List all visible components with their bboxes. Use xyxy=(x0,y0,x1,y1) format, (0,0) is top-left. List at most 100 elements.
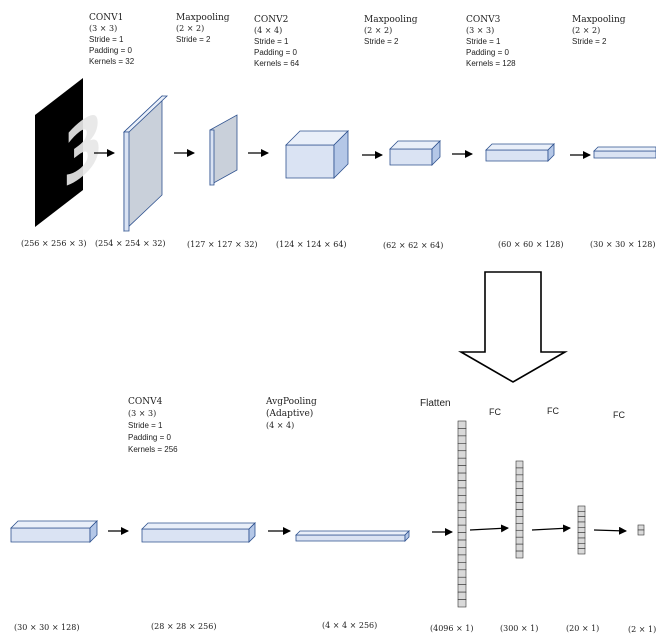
flow-arrow xyxy=(532,528,570,530)
conv2-padding: Padding = 0 xyxy=(254,48,297,57)
vector-cell xyxy=(458,518,466,525)
vector-cell xyxy=(578,517,585,522)
maxpool1-size: (2 × 2) xyxy=(176,24,204,33)
vector-cell xyxy=(458,555,466,562)
vector-cell xyxy=(578,533,585,538)
dim-input: (256 × 256 × 3) xyxy=(21,239,86,248)
conv3-padding: Padding = 0 xyxy=(466,48,509,57)
vector-cell xyxy=(638,530,644,535)
maxpool1-stride: Stride = 2 xyxy=(176,35,211,44)
vector-cell xyxy=(458,481,466,488)
conv1-title: CONV1 xyxy=(89,13,123,23)
vector-cell xyxy=(458,451,466,458)
conv4-padding: Padding = 0 xyxy=(128,433,171,442)
vector-cell xyxy=(458,436,466,443)
vector-cell xyxy=(458,570,466,577)
conv1-padding: Padding = 0 xyxy=(89,46,132,55)
conv3-label: CONV3 (3 × 3) Stride = 1 Padding = 0 Ker… xyxy=(466,15,516,68)
conv4-feature-map xyxy=(142,523,255,542)
vector-cell xyxy=(578,511,585,516)
conv3-title: CONV3 xyxy=(466,15,501,25)
vector-cell xyxy=(516,496,523,503)
maxpool2-stride: Stride = 2 xyxy=(364,37,399,46)
flatten-vector xyxy=(458,421,466,607)
vector-cell xyxy=(516,551,523,558)
vector-cell xyxy=(516,489,523,496)
dim-maxpool2: (62 × 62 × 64) xyxy=(383,241,443,250)
vector-cell xyxy=(516,537,523,544)
vector-cell xyxy=(578,543,585,548)
conv1-stride: Stride = 1 xyxy=(89,35,124,44)
flatten-label: Flatten xyxy=(420,398,451,409)
vector-cell xyxy=(458,510,466,517)
maxpool3-title: Maxpooling xyxy=(572,15,626,25)
dim-conv1: (254 × 254 × 32) xyxy=(95,239,166,248)
vector-cell xyxy=(578,506,585,511)
vector-cell xyxy=(458,443,466,450)
vector-cell xyxy=(516,516,523,523)
maxpool2-title: Maxpooling xyxy=(364,15,418,25)
avgpool-label: AvgPooling (Adaptive) (4 × 4) xyxy=(265,397,317,430)
dim-maxpool1: (127 × 127 × 32) xyxy=(187,240,258,249)
fc1-vector xyxy=(516,461,523,558)
down-arrow xyxy=(461,272,565,382)
vector-cell xyxy=(458,600,466,607)
vector-cell xyxy=(458,466,466,473)
conv1-feature-map xyxy=(124,96,167,231)
conv3-stride: Stride = 1 xyxy=(466,37,501,46)
vector-cell xyxy=(516,468,523,475)
conv4-kernels: Kernels = 256 xyxy=(128,445,178,454)
conv2-label: CONV2 (4 × 4) Stride = 1 Padding = 0 Ker… xyxy=(254,15,300,68)
conv3-kernel-size: (3 × 3) xyxy=(466,26,494,35)
conv2-kernel-size: (4 × 4) xyxy=(254,26,282,35)
fc1-label: FC xyxy=(489,407,501,417)
dim-fc2: (20 × 1) xyxy=(566,624,599,633)
dim-fc3: (2 × 1) xyxy=(628,625,656,634)
fc2-vector xyxy=(578,506,585,554)
conv4-title: CONV4 xyxy=(128,397,163,407)
vector-cell xyxy=(458,592,466,599)
maxpool1-label: Maxpooling (2 × 2) Stride = 2 xyxy=(176,13,230,44)
maxpool3-feature-map xyxy=(594,147,656,158)
vector-cell xyxy=(458,533,466,540)
dim-flatten: (4096 × 1) xyxy=(430,624,473,633)
vector-cell xyxy=(578,538,585,543)
dim-conv4: (28 × 28 × 256) xyxy=(151,622,216,631)
fc3-label: FC xyxy=(613,410,625,420)
conv2-title: CONV2 xyxy=(254,15,288,25)
vector-cell xyxy=(458,540,466,547)
avgpool-adaptive: (Adaptive) xyxy=(266,408,313,419)
dim-maxpool3: (30 × 30 × 128) xyxy=(590,240,655,249)
vector-cell xyxy=(458,525,466,532)
conv2-kernels: Kernels = 64 xyxy=(254,59,300,68)
vector-cell xyxy=(458,503,466,510)
avgpool-title: AvgPooling xyxy=(265,397,317,407)
vector-cell xyxy=(458,473,466,480)
maxpool1-title: Maxpooling xyxy=(176,13,230,23)
conv4-stride: Stride = 1 xyxy=(128,421,163,430)
conv3-kernels: Kernels = 128 xyxy=(466,59,516,68)
conv2-feature-map xyxy=(286,131,348,178)
maxpool1-feature-map xyxy=(210,115,237,185)
flow-arrow xyxy=(470,528,508,530)
vector-cell xyxy=(458,458,466,465)
conv4-label: CONV4 (3 × 3) Stride = 1 Padding = 0 Ker… xyxy=(128,397,178,454)
input-image: 3 xyxy=(35,78,103,227)
avgpool-feature-map xyxy=(296,531,409,541)
vector-cell xyxy=(458,547,466,554)
dim-avgpool: (4 × 4 × 256) xyxy=(322,621,377,630)
vector-cell xyxy=(516,510,523,517)
vector-cell xyxy=(458,428,466,435)
vector-cell xyxy=(458,577,466,584)
vector-cell xyxy=(516,503,523,510)
vector-cell xyxy=(516,475,523,482)
pool3-output-block xyxy=(11,521,97,542)
conv1-kernel-size: (3 × 3) xyxy=(89,24,117,33)
vector-cell xyxy=(516,461,523,468)
vector-cell xyxy=(458,495,466,502)
conv4-kernel-size: (3 × 3) xyxy=(128,409,156,418)
conv2-stride: Stride = 1 xyxy=(254,37,289,46)
conv1-label: CONV1 (3 × 3) Stride = 1 Padding = 0 Ker… xyxy=(89,13,135,66)
avgpool-size: (4 × 4) xyxy=(266,421,294,430)
